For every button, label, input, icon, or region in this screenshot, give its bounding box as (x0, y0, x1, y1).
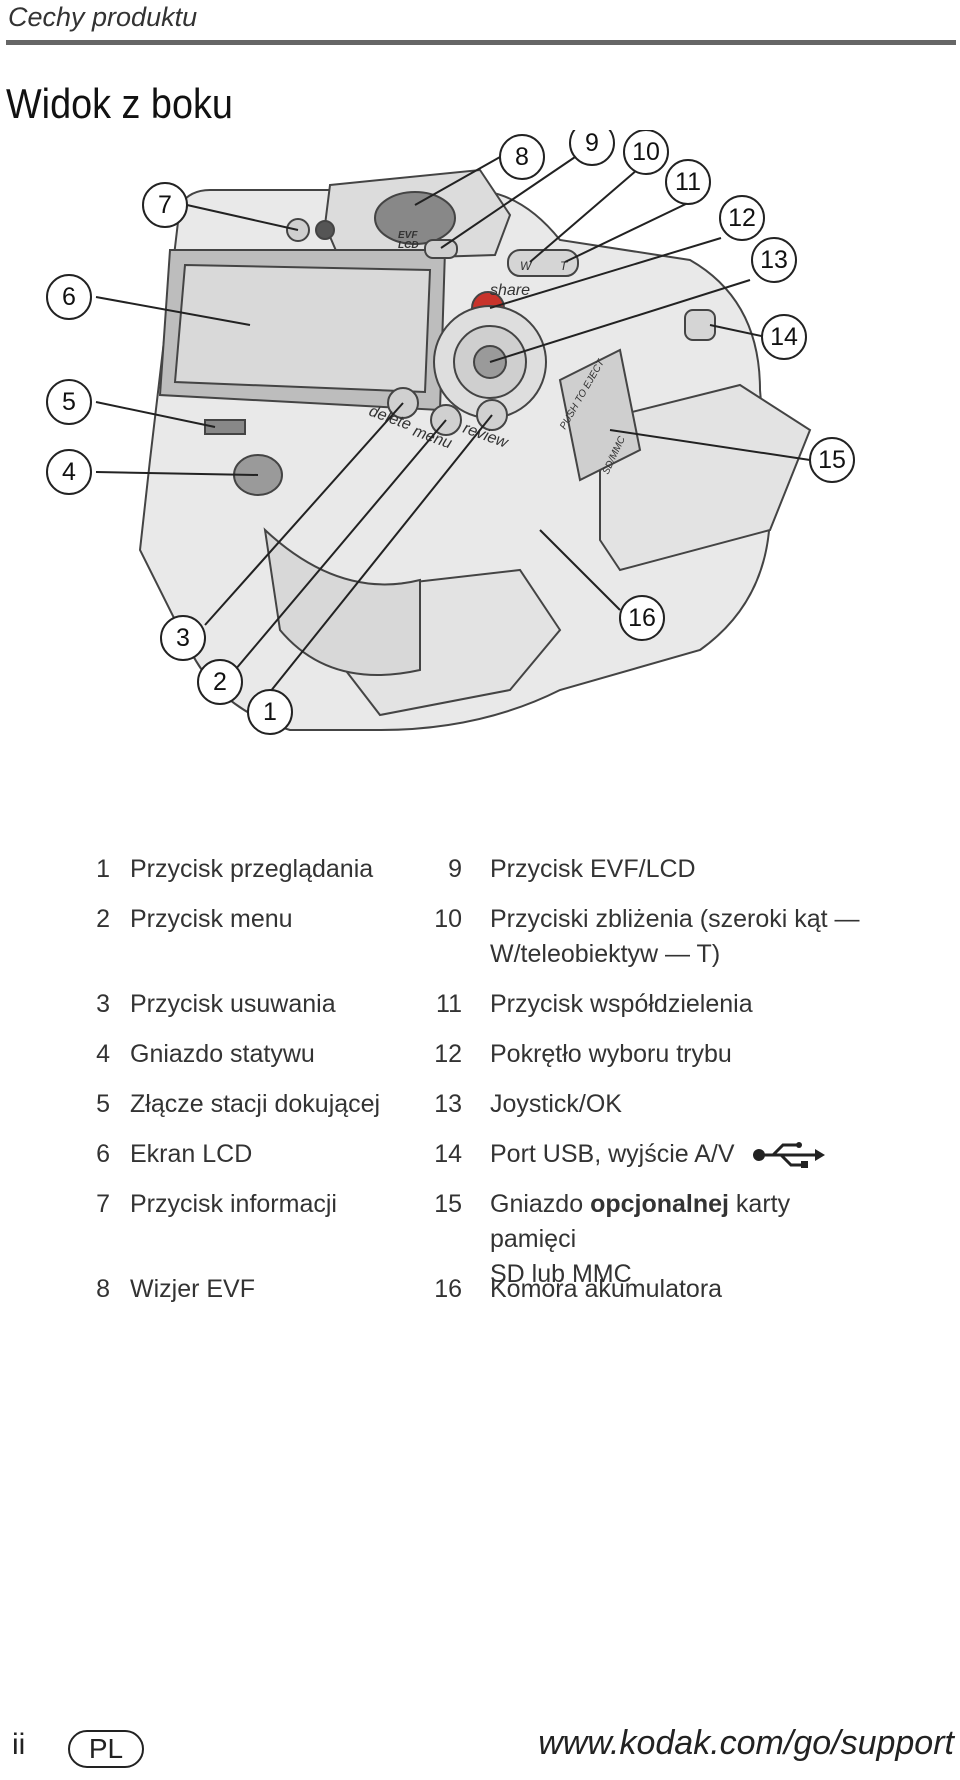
legend-number: 4 (96, 1040, 110, 1068)
legend-label: Ekran LCD (130, 1140, 253, 1168)
legend-label-text: Port USB, wyjście A/V (490, 1140, 735, 1168)
legend-number: 14 (434, 1140, 462, 1168)
legend-label: Wizjer EVF (130, 1275, 255, 1303)
callout-16: 16 (628, 604, 656, 632)
running-header: Cechy produktu (8, 2, 198, 32)
legend-label: Gniazdo opcjonalnej karty pamięci SD lub… (490, 1187, 870, 1292)
page-number: ii (12, 1728, 26, 1761)
language-badge: PL (68, 1730, 144, 1768)
legend-label-post: karty pamięci (490, 1190, 791, 1253)
legend-number: 10 (434, 905, 462, 933)
legend-number: 6 (96, 1140, 110, 1168)
legend-label-line1: Przyciski zbliżenia (szeroki kąt — (490, 905, 860, 933)
usb-icon (753, 1142, 826, 1169)
leader-lines (95, 154, 811, 693)
zoom-wide-label: W (520, 259, 533, 273)
legend-label: Pokrętło wyboru trybu (490, 1040, 732, 1068)
callout-13: 13 (760, 246, 788, 274)
callout-circles (46, 130, 855, 735)
evf-label: EVF (398, 230, 418, 241)
legend-label-line2: W/teleobiektyw — T) (490, 940, 721, 968)
legend-number: 11 (436, 990, 462, 1018)
legend-label: Przyciski zbliżenia (szeroki kąt — W/tel… (490, 902, 870, 972)
legend-number: 12 (434, 1040, 462, 1068)
callout-6: 6 (62, 283, 76, 311)
callout-3: 3 (176, 624, 190, 652)
legend-number: 16 (434, 1275, 462, 1303)
section-title: Widok z boku (6, 80, 233, 127)
legend-label: Przycisk menu (130, 905, 293, 933)
legend-number: 15 (434, 1190, 462, 1218)
callout-2: 2 (213, 668, 227, 696)
legend-label: Port USB, wyjście A/V (490, 1137, 870, 1172)
callout-7: 7 (158, 191, 172, 219)
legend-label: Przycisk usuwania (130, 990, 336, 1018)
legend-label: Złącze stacji dokującej (130, 1090, 381, 1118)
legend-number: 7 (96, 1190, 110, 1218)
legend-number: 13 (434, 1090, 462, 1118)
legend-label-line2: SD lub MMC (490, 1260, 632, 1288)
callout-15: 15 (818, 446, 846, 474)
callout-4: 4 (62, 458, 76, 486)
legend-label: Przycisk przeglądania (130, 855, 374, 883)
callout-10: 10 (632, 138, 660, 166)
legend-label: Joystick/OK (490, 1090, 622, 1118)
header-divider (6, 40, 956, 45)
lcd-label: LCD (398, 240, 419, 251)
camera-diagram: EVF LCD share W T delete menu review PUS… (0, 130, 960, 770)
legend-label: Gniazdo statywu (130, 1040, 315, 1068)
legend-number: 3 (96, 990, 110, 1018)
legend-label-emphasis: opcjonalnej (590, 1190, 729, 1218)
callout-14: 14 (770, 323, 798, 351)
legend-label-pre: Gniazdo (490, 1190, 591, 1218)
zoom-tele-label: T (560, 259, 569, 273)
callout-9: 9 (585, 130, 599, 157)
camera-illustration (138, 168, 812, 731)
support-url: www.kodak.com/go/support (538, 1724, 954, 1762)
legend-number: 8 (96, 1275, 110, 1303)
legend-number: 9 (448, 855, 462, 883)
callout-8: 8 (515, 143, 529, 171)
legend-number: 2 (96, 905, 110, 933)
callout-12: 12 (728, 204, 756, 232)
legend-label: Przycisk współdzielenia (490, 990, 753, 1018)
legend-label: Komora akumulatora (490, 1275, 723, 1303)
legend-number: 5 (96, 1090, 110, 1118)
callout-11: 11 (675, 168, 701, 196)
callout-1: 1 (263, 698, 277, 726)
legend-number: 1 (96, 855, 110, 883)
legend-label: Przycisk EVF/LCD (490, 855, 696, 883)
callout-5: 5 (62, 388, 76, 416)
share-label: share (490, 282, 530, 299)
legend-label: Przycisk informacji (130, 1190, 337, 1218)
